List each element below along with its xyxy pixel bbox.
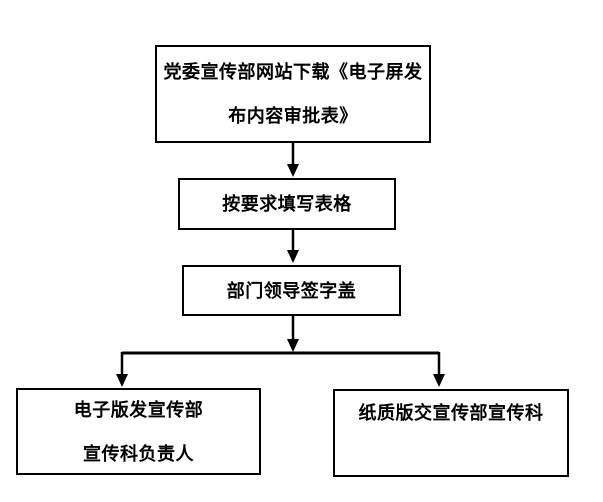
flow-node-leader-sign: 部门领导签字盖 <box>182 265 401 316</box>
flow-node-paper-version: 纸质版交宣传部宣传科 <box>333 389 569 477</box>
flow-node-text-line: 电子版发宣传部 <box>73 399 204 420</box>
flow-node-text-line: 党委宣传部网站下载《电子屏发 <box>163 62 423 82</box>
flow-node-electronic-version: 电子版发宣传部 宣传科负责人 <box>16 388 261 475</box>
flow-node-text-line: 纸质版交宣传部宣传科 <box>358 403 544 423</box>
arrow-sign-to-branch <box>287 316 299 352</box>
arrow-download-to-fill <box>287 143 299 177</box>
flow-node-text-line: 部门领导签字盖 <box>226 280 357 301</box>
arrow-fill-to-sign <box>287 230 299 263</box>
arrow-branch-to-electronic <box>116 352 128 387</box>
flow-node-text-line: 宣传科负责人 <box>83 443 194 464</box>
flow-node-text-line: 按要求填写表格 <box>222 194 352 214</box>
flow-node-text-line: 布内容审批表》 <box>228 106 358 126</box>
arrow-branch-to-paper <box>433 352 445 387</box>
flow-node-download-form: 党委宣传部网站下载《电子屏发 布内容审批表》 <box>155 45 431 143</box>
flow-node-fill-form: 按要求填写表格 <box>178 178 396 230</box>
